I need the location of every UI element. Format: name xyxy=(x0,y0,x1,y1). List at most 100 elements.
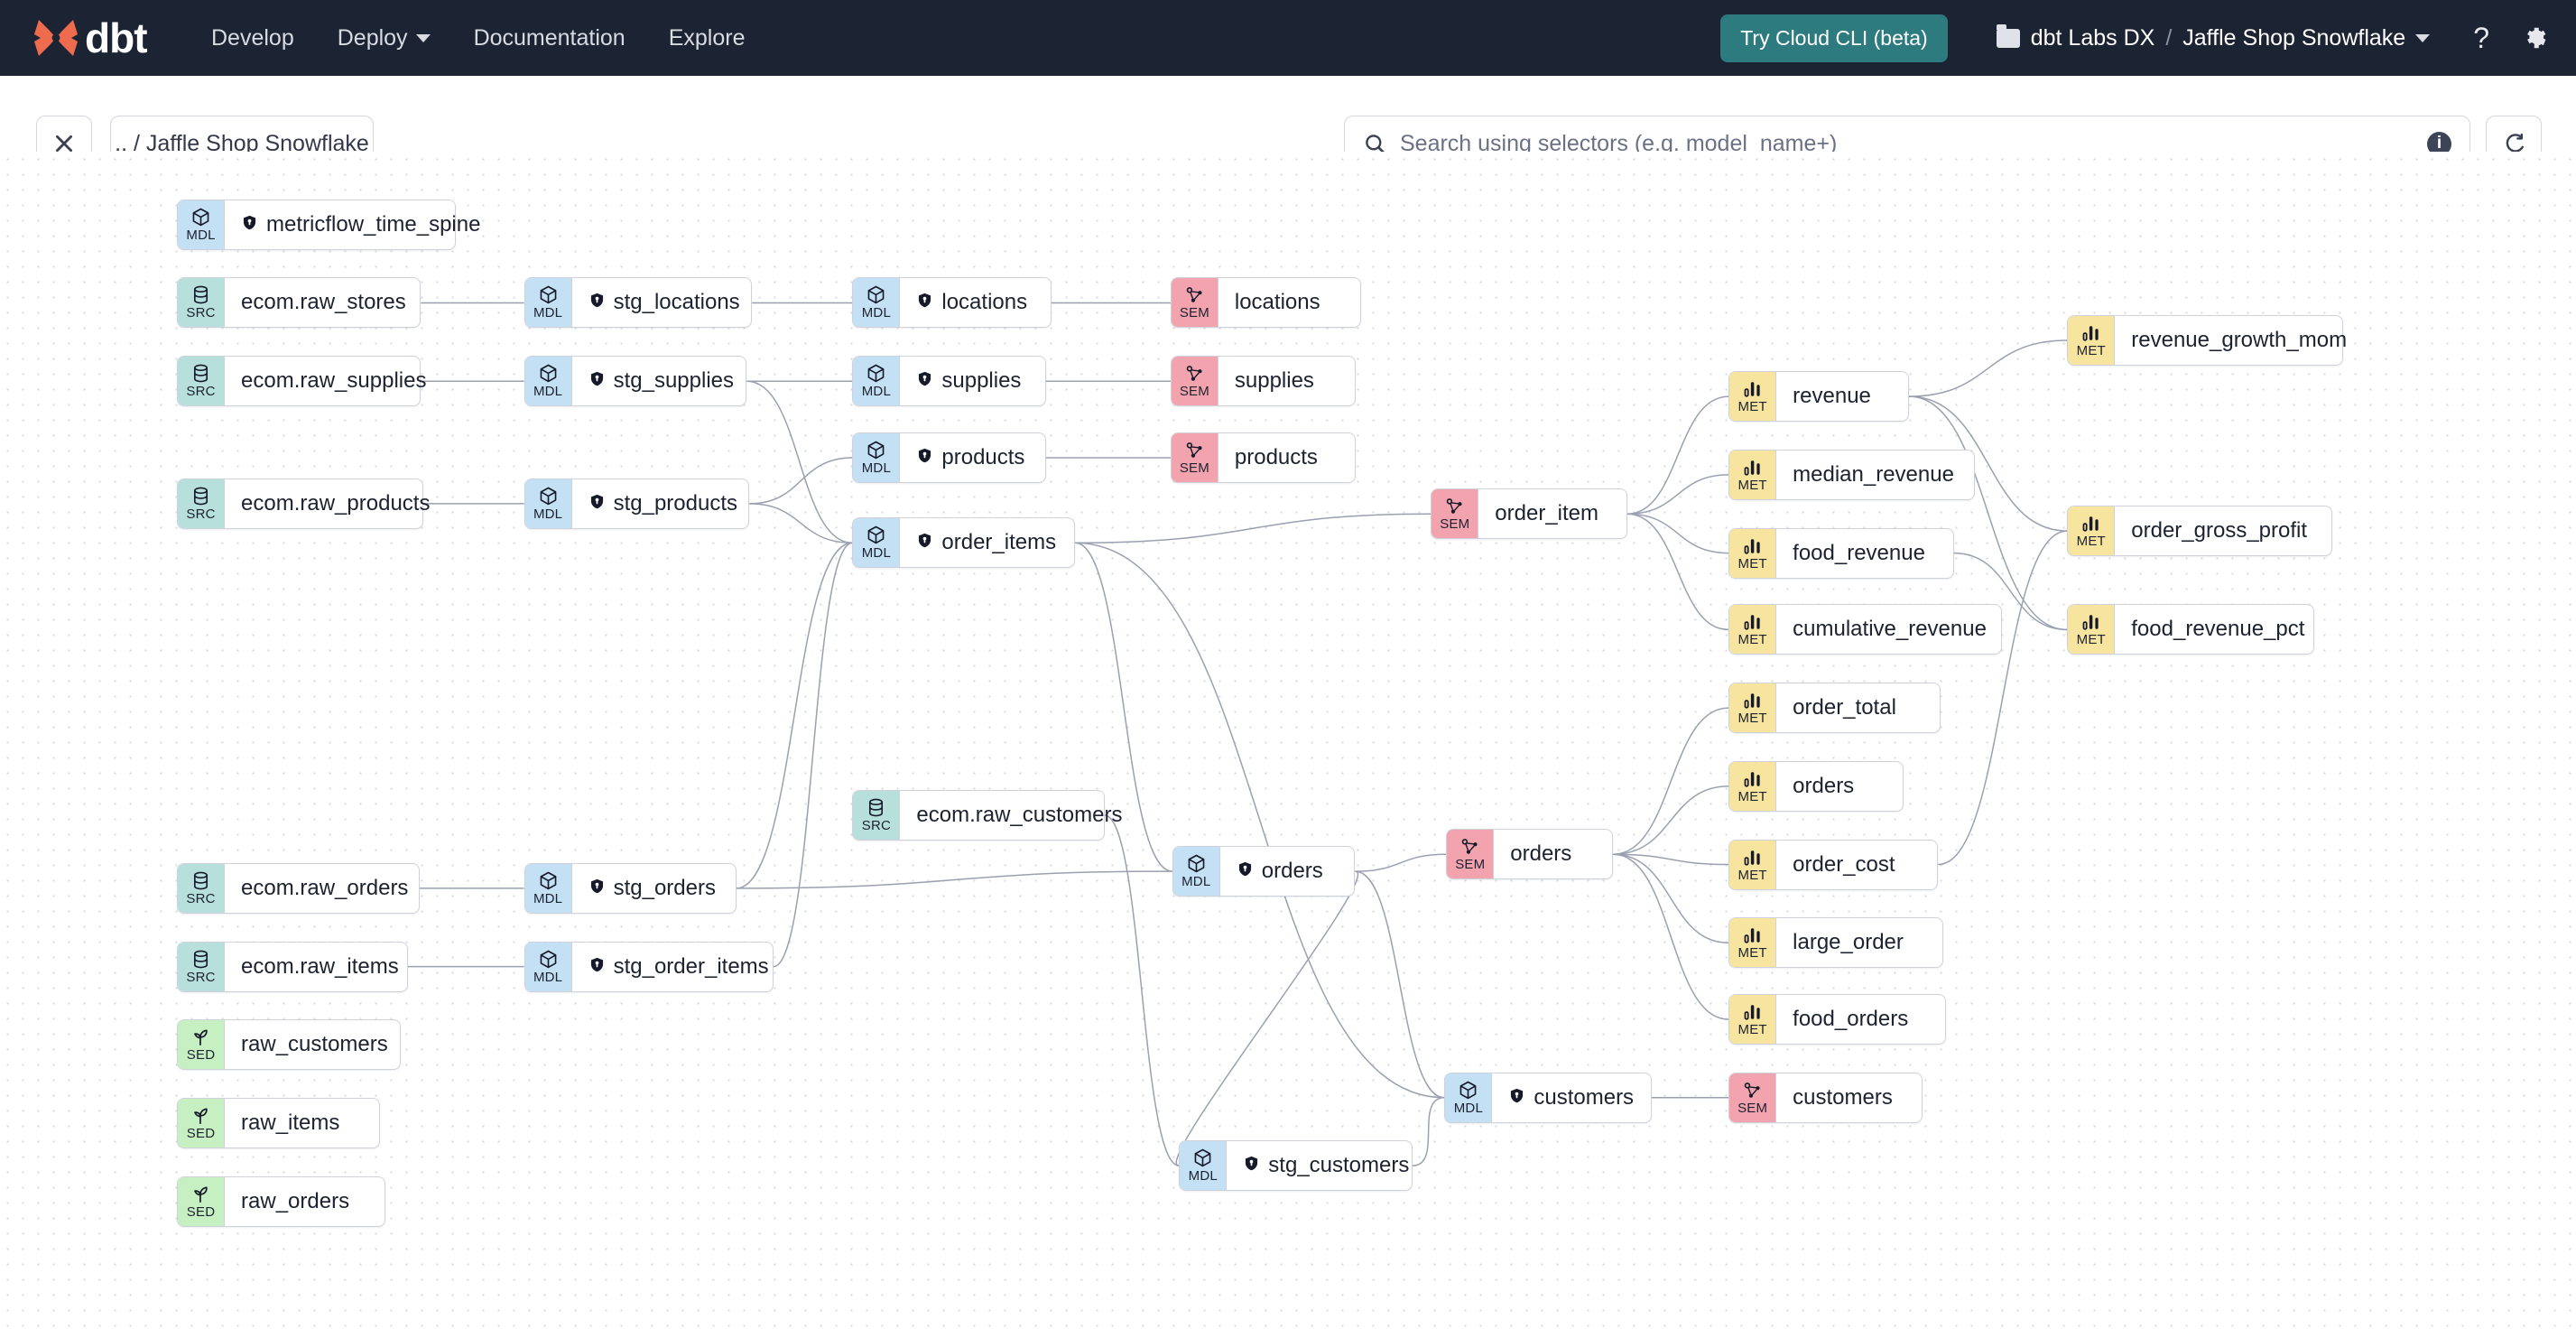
node-type-label: MET xyxy=(2076,632,2106,648)
sem-icon xyxy=(1184,364,1205,384)
node-type-label: MET xyxy=(1737,867,1767,883)
node-type-label: SRC xyxy=(186,384,216,400)
node-name: supplies xyxy=(941,368,1022,394)
lineage-node-met_order_cost[interactable]: MET order_cost xyxy=(1728,839,1939,890)
node-name: metricflow_time_spine xyxy=(266,211,481,237)
public-shield-icon xyxy=(588,368,606,394)
lineage-node-src_products[interactable]: SRC ecom.raw_products xyxy=(177,478,430,529)
help-icon[interactable]: ? xyxy=(2473,21,2489,54)
nav-documentation[interactable]: Documentation xyxy=(474,25,625,51)
nav-deploy[interactable]: Deploy xyxy=(338,25,431,51)
lineage-node-metricflow_time_spine[interactable]: MDL metricflow_time_spine xyxy=(177,199,480,250)
lineage-node-mdl_order_items[interactable]: MDL order_items xyxy=(852,517,1076,569)
node-name: order_items xyxy=(941,530,1057,555)
bar-icon xyxy=(2080,514,2101,534)
node-name: orders xyxy=(1793,773,1855,798)
nav-develop[interactable]: Develop xyxy=(211,25,294,51)
node-type-badge-met: MET xyxy=(1729,683,1777,733)
node-label-wrap: stg_customers xyxy=(1227,1141,1425,1190)
node-type-badge-mdl: MDL xyxy=(178,200,226,249)
node-label-wrap: stg_supplies xyxy=(572,357,750,405)
node-name: products xyxy=(1234,445,1318,470)
db-icon xyxy=(190,364,211,384)
node-type-label: SRC xyxy=(861,817,892,833)
public-shield-icon xyxy=(588,954,606,980)
node-label-wrap: food_revenue_pct xyxy=(2115,605,2321,654)
node-name: supplies xyxy=(1234,368,1314,394)
node-type-badge-src: SRC xyxy=(178,942,226,991)
node-name: locations xyxy=(1234,290,1320,315)
bar-icon xyxy=(1742,925,1763,945)
project-selector[interactable]: Jaffle Shop Snowflake xyxy=(2182,25,2431,51)
node-name: raw_orders xyxy=(241,1188,350,1213)
bar-icon xyxy=(1742,458,1763,478)
node-type-label: MDL xyxy=(186,227,216,243)
node-name: ecom.raw_orders xyxy=(241,875,409,900)
node-name: ecom.raw_products xyxy=(241,490,431,516)
node-label-wrap: orders xyxy=(1220,847,1339,896)
node-type-label: MET xyxy=(2076,342,2106,358)
lineage-node-sem_products[interactable]: SEM products xyxy=(1170,432,1357,484)
node-name: revenue xyxy=(1793,384,1871,409)
node-type-label: MDL xyxy=(861,545,892,562)
sem-icon xyxy=(1184,441,1205,460)
node-type-label: SEM xyxy=(1737,1100,1768,1116)
try-cloud-cli-button[interactable]: Try Cloud CLI (beta) xyxy=(1720,14,1948,62)
gear-icon[interactable] xyxy=(2522,24,2549,51)
node-type-badge-sed: SED xyxy=(178,1020,226,1070)
lineage-node-met_orders[interactable]: MET orders xyxy=(1728,760,1904,812)
cube-icon xyxy=(1192,1148,1213,1168)
dbt-logo[interactable]: dbt xyxy=(32,14,168,61)
node-type-label: MET xyxy=(2076,534,2106,550)
nav-explore[interactable]: Explore xyxy=(669,25,746,51)
node-type-label: SEM xyxy=(1179,460,1209,477)
lineage-node-mdl_supplies[interactable]: MDL supplies xyxy=(852,356,1046,407)
account-name[interactable]: dbt Labs DX xyxy=(2030,24,2155,51)
node-type-label: MDL xyxy=(533,506,563,522)
node-type-badge-sed: SED xyxy=(178,1176,226,1226)
cube-icon xyxy=(866,525,886,545)
sem-icon xyxy=(1184,285,1205,305)
node-type-badge-met: MET xyxy=(1729,761,1777,811)
lineage-node-sed_orders[interactable]: SED raw_orders xyxy=(177,1175,385,1227)
node-type-label: SRC xyxy=(186,506,216,522)
node-type-label: MDL xyxy=(861,384,892,400)
node-label-wrap: stg_order_items xyxy=(572,943,785,991)
node-label-wrap: order_cost xyxy=(1776,841,1911,889)
breadcrumb-separator: / xyxy=(2165,24,2173,51)
node-type-label: SED xyxy=(186,1203,216,1220)
